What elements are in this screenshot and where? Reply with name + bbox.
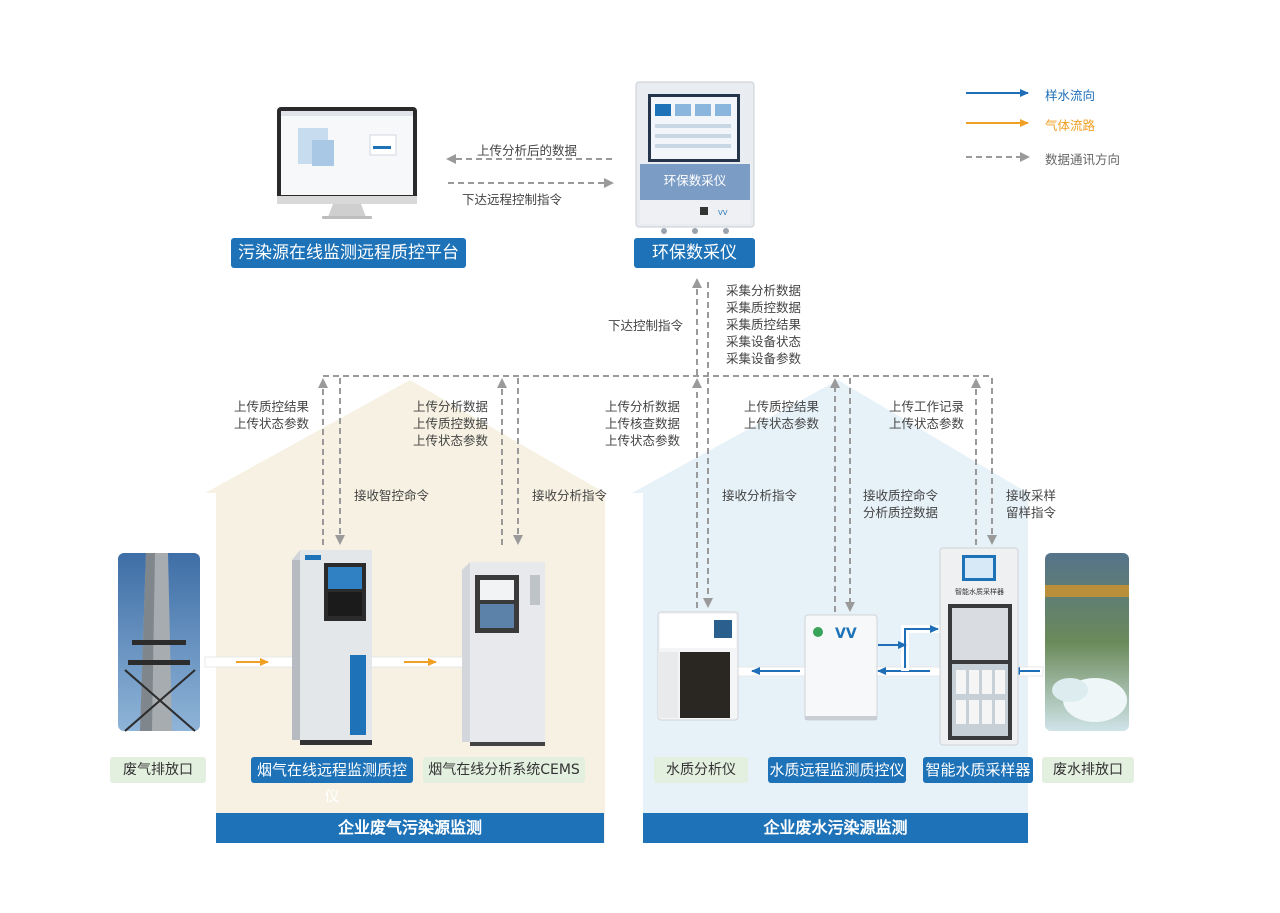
- collect-item: 采集设备参数: [726, 351, 802, 366]
- note-line: 上传状态参数: [234, 416, 310, 431]
- gas-qc-upload-notes: 上传质控结果 上传状态参数: [234, 398, 309, 432]
- note-line: 上传状态参数: [605, 433, 681, 448]
- receive-analyze-water-text: 接收分析指令: [722, 488, 798, 503]
- collect-item: 采集质控数据: [726, 300, 802, 315]
- note-line: 上传质控结果: [234, 399, 310, 414]
- collector-image: VV: [635, 81, 755, 234]
- legend-water-label: 样水流向: [1045, 88, 1096, 103]
- flue-qc-label: 烟气在线远程监测质控仪: [251, 757, 413, 805]
- collect-item: 采集设备状态: [726, 334, 802, 349]
- monitor-image: [277, 107, 417, 219]
- chimney-image: [118, 553, 200, 732]
- legend-data-label: 数据通讯方向: [1045, 152, 1121, 167]
- note-line: 留样指令: [1006, 505, 1057, 520]
- receive-qc-notes: 接收质控命令 分析质控数据: [863, 487, 938, 521]
- water-analyzer-label: 水质分析仪: [654, 757, 748, 783]
- receive-analyze-gas-text: 接收分析指令: [532, 488, 608, 503]
- note-line: 上传质控结果: [744, 399, 820, 414]
- collect-list: 采集分析数据 采集质控数据 采集质控结果 采集设备状态 采集设备参数: [726, 282, 801, 367]
- water-sampler-label: 智能水质采样器: [923, 757, 1033, 783]
- note-line: 上传质控数据: [413, 416, 489, 431]
- water-qc-label: 水质远程监测质控仪: [768, 757, 906, 783]
- sampler-upload-notes: 上传工作记录 上传状态参数: [889, 398, 964, 432]
- flue-qc-image: [292, 550, 372, 745]
- water-analyzer-upload-notes: 上传分析数据 上传核查数据 上传状态参数: [605, 398, 680, 449]
- cems-label: 烟气在线分析系统CEMS: [423, 757, 585, 783]
- note-line: 上传工作记录: [889, 399, 965, 414]
- collect-item: 采集质控结果: [726, 317, 802, 332]
- water-analyzer-image: [657, 611, 739, 721]
- remote-control-text: 下达远程控制指令: [462, 192, 563, 207]
- exhaust-outlet-label: 废气排放口: [110, 757, 206, 783]
- receive-smart-qc-text: 接收智控命令: [354, 488, 430, 503]
- wastewater-image: [1045, 553, 1129, 731]
- note-line: 分析质控数据: [863, 505, 939, 520]
- upload-analyzed-text: 上传分析后的数据: [477, 143, 578, 158]
- note-line: 接收采样: [1006, 488, 1057, 503]
- legend-gas-label: 气体流路: [1045, 118, 1096, 133]
- note-line: 上传状态参数: [889, 416, 965, 431]
- sampler-panel-text: 智能水质采样器: [955, 588, 1004, 596]
- receive-sampling-notes: 接收采样 留样指令: [1006, 487, 1056, 521]
- collect-item: 采集分析数据: [726, 283, 802, 298]
- water-qc-upload-notes: 上传质控结果 上传状态参数: [744, 398, 819, 432]
- note-line: 接收质控命令: [863, 488, 939, 503]
- svg-text:VV: VV: [718, 209, 728, 217]
- gas-section-title: 企业废气污染源监测: [216, 813, 604, 843]
- gas-cems-upload-notes: 上传分析数据 上传质控数据 上传状态参数: [413, 398, 488, 449]
- note-line: 上传分析数据: [413, 399, 489, 414]
- water-qc-image: VV: [804, 614, 878, 721]
- collector-screen-text: 环保数采仪: [663, 173, 727, 188]
- water-zone: [632, 380, 1028, 843]
- wastewater-outlet-label: 废水排放口: [1042, 757, 1134, 783]
- cems-image: [462, 562, 545, 746]
- svg-text:VV: VV: [835, 626, 857, 642]
- note-line: 上传分析数据: [605, 399, 681, 414]
- note-line: 上传状态参数: [413, 433, 489, 448]
- control-cmd-text: 下达控制指令: [608, 318, 684, 333]
- platform-label: 污染源在线监测远程质控平台: [231, 238, 466, 268]
- water-sampler-image: [939, 547, 1019, 746]
- collector-label: 环保数采仪: [634, 238, 755, 268]
- note-line: 上传状态参数: [744, 416, 820, 431]
- note-line: 上传核查数据: [605, 416, 681, 431]
- water-section-title: 企业废水污染源监测: [643, 813, 1028, 843]
